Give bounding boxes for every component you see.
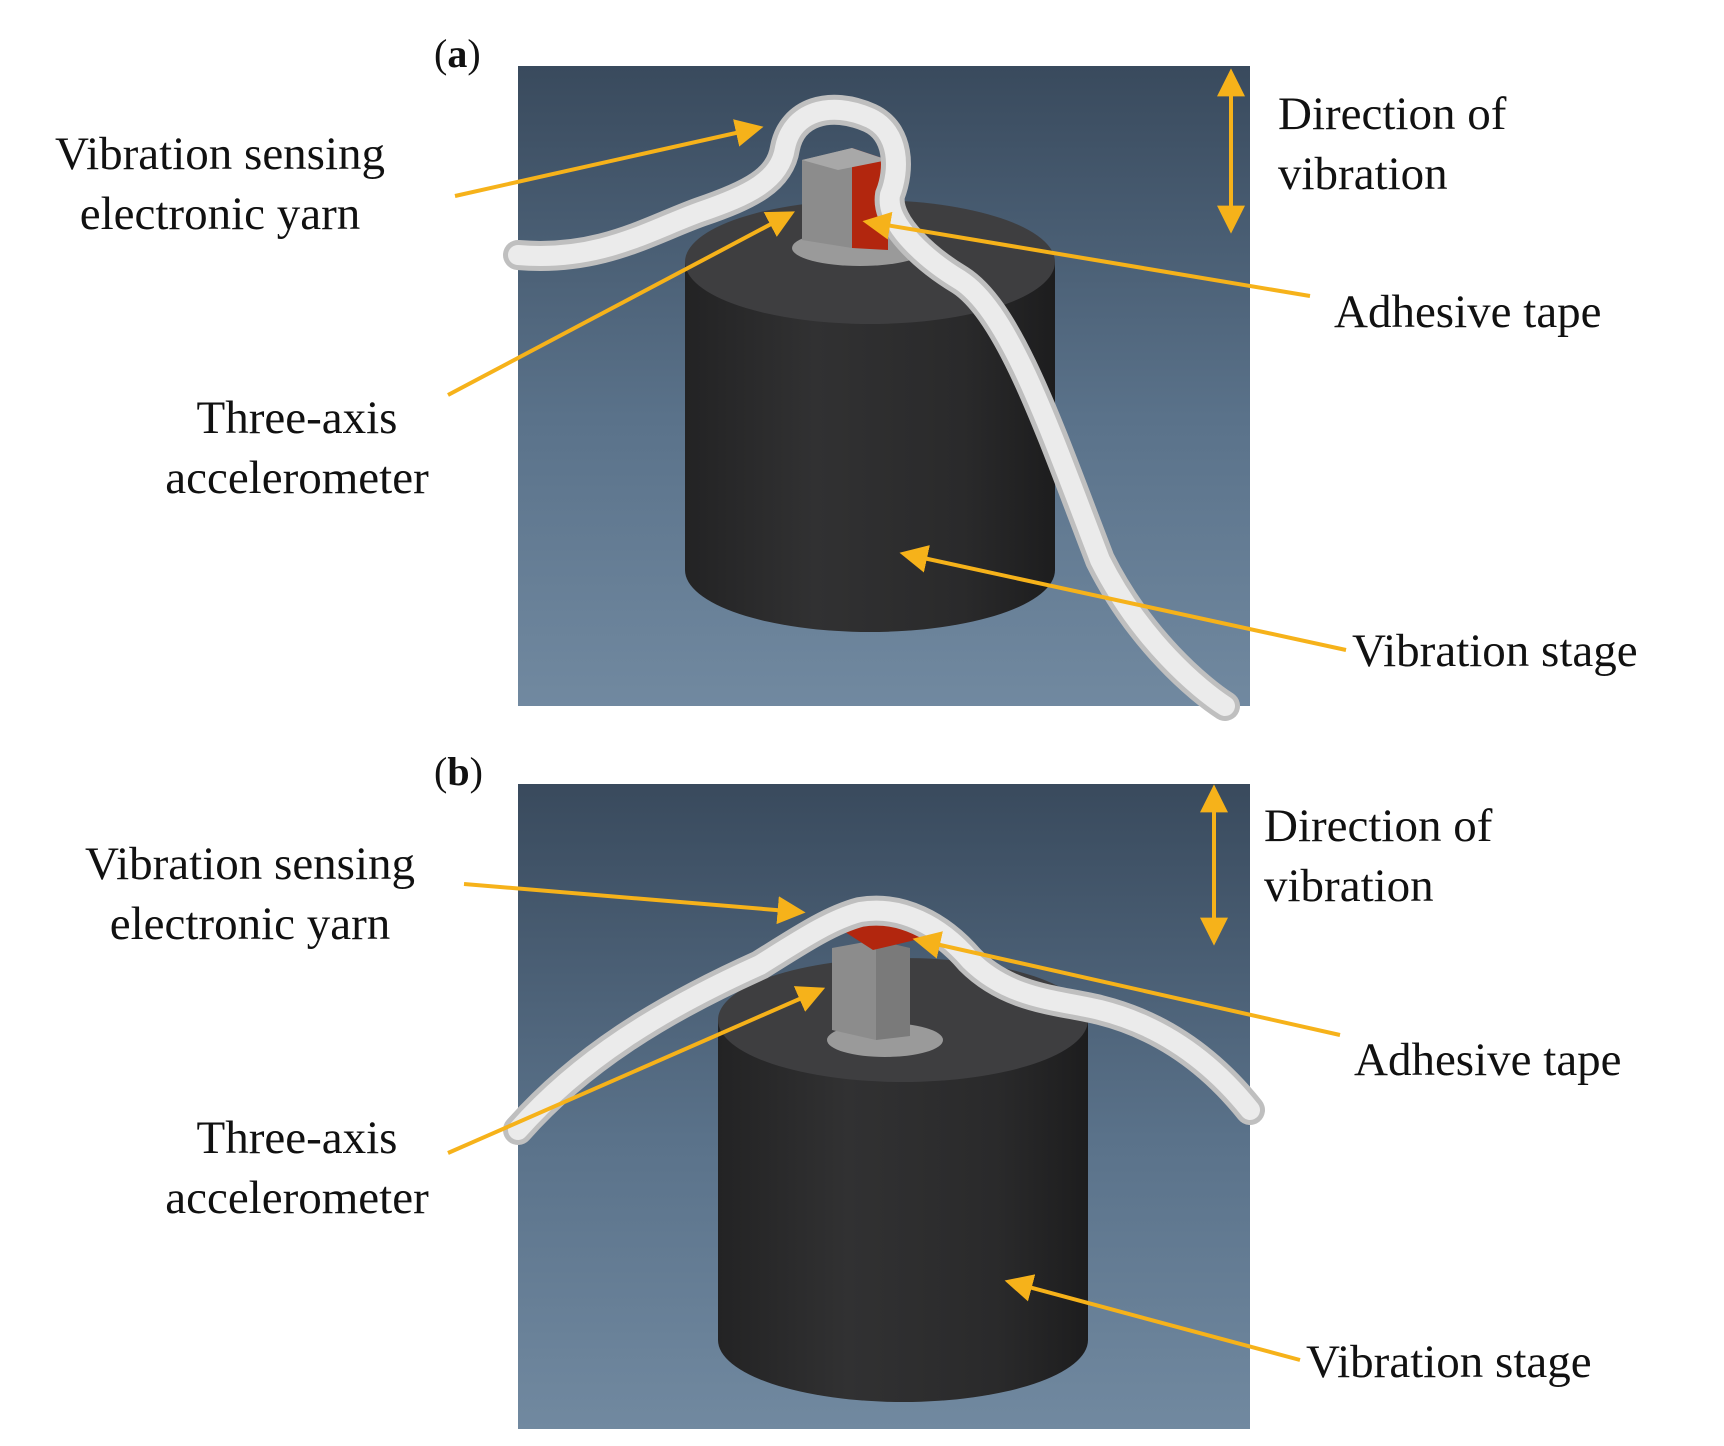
panel-b-label-accelerometer: Three-axis accelerometer: [165, 1112, 429, 1224]
panel-a-label-tape: Adhesive tape: [1334, 286, 1602, 338]
panel-a-arrows: [447, 68, 1347, 652]
panel-a-label-accelerometer: Three-axis accelerometer: [165, 392, 429, 504]
panel-b-label-direction: Direction of vibration: [1264, 800, 1493, 912]
panel-a-arrow-tape: [862, 211, 1311, 298]
panel-b-arrows: [447, 784, 1341, 1362]
panel-a-arrow-accelerometer: [447, 211, 795, 397]
panel-b-render: [503, 784, 1265, 1429]
panel-a-label-yarn: Vibration sensing electronic yarn: [54, 128, 386, 240]
panel-b-label-stage: Vibration stage: [1306, 1336, 1592, 1388]
panel-a-label-stage: Vibration stage: [1352, 625, 1638, 677]
panel-a-render: [503, 66, 1250, 721]
panel-a-arrow-stage: [899, 545, 1347, 652]
panel-b-accelerometer-shape: [832, 920, 936, 1040]
panel-b-label-tape: Adhesive tape: [1354, 1034, 1622, 1086]
panel-b-label-yarn: Vibration sensing electronic yarn: [84, 838, 416, 950]
panel-b-arrow-accelerometer: [447, 986, 826, 1155]
panel-b-letter: (b): [434, 749, 483, 794]
panel-b-arrow-tape: [912, 931, 1341, 1037]
panel-a-letter: (a): [434, 31, 481, 76]
panel-a-arrow-yarn: [454, 119, 764, 198]
panel-b-arrow-yarn: [463, 882, 806, 925]
panel-a-label-direction: Direction of vibration: [1278, 88, 1507, 200]
panel-b-arrow-stage: [1004, 1274, 1301, 1362]
